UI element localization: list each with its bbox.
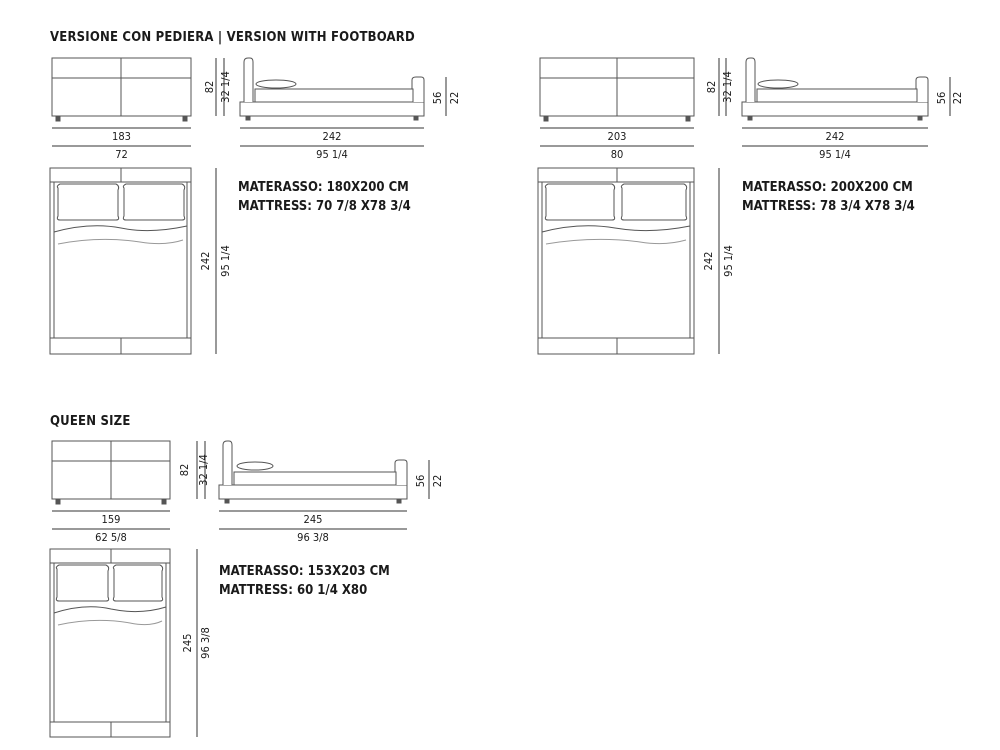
bed-1-front-dims (52, 58, 217, 147)
bed-1-foot-height-cm: 56 (431, 91, 444, 105)
bed-1-front-view (51, 57, 192, 122)
bed-2-width-cm: 203 (607, 130, 627, 143)
bed-1-materasso-spec: MATERASSO: 180X200 CM (238, 180, 409, 195)
bed-2-mattress-spec: MATTRESS: 78 3/4 X78 3/4 (742, 199, 915, 214)
bed-2-foot-height-cm: 56 (935, 91, 948, 105)
section-heading-queen: QUEEN SIZE (50, 414, 131, 429)
bed-3-front-dims (52, 441, 198, 530)
section-heading-footboard: VERSIONE CON PEDIERA | VERSION WITH FOOT… (50, 30, 415, 45)
bed-2-plan-length-cm: 242 (702, 251, 715, 271)
bed-2-side-dims (725, 58, 951, 147)
bed-3-width-in: 62 5/8 (95, 531, 127, 544)
bed-1-side-length-in: 95 1/4 (316, 148, 348, 161)
bed-1-width-cm: 183 (112, 130, 131, 143)
bed-1-side-view (239, 57, 425, 121)
bed-1-head-height-cm: 82 (203, 80, 216, 94)
bed-1-plan-length-in: 95 1/4 (219, 245, 232, 277)
bed-3-side-length-cm: 245 (303, 513, 323, 526)
bed-2-head-height-in: 32 1/4 (721, 71, 734, 103)
bed-2-front-dims (540, 58, 720, 147)
bed-2-side-length-in: 95 1/4 (819, 148, 851, 161)
bed-3-width-cm: 159 (101, 513, 121, 526)
bed-3-side-dims (204, 441, 430, 530)
bed-3-side-length-in: 96 3/8 (297, 531, 329, 544)
bed-3-plan-length-cm: 245 (181, 633, 194, 653)
bed-2-foot-height-in: 22 (951, 91, 964, 105)
bed-3-foot-height-in: 22 (431, 474, 444, 488)
bed-2-plan-view (537, 167, 695, 355)
bed-3-head-height-cm: 82 (178, 463, 191, 477)
bed-3-front-view (51, 440, 171, 505)
bed-3-head-height-in: 32 1/4 (197, 454, 210, 486)
bed-3-foot-height-cm: 56 (414, 474, 427, 488)
bed-1-head-height-in: 32 1/4 (219, 71, 232, 103)
bed-2-front-view (539, 57, 695, 122)
bed-2-head-height-cm: 82 (705, 80, 718, 94)
bed-3-materasso-spec: MATERASSO: 153X203 CM (219, 564, 390, 579)
bed-1-plan-length-cm: 242 (199, 251, 212, 271)
bed-1-side-length-cm: 242 (322, 130, 342, 143)
bed-2-side-length-cm: 242 (825, 130, 845, 143)
bed-2-plan-length-in: 95 1/4 (722, 245, 735, 277)
bed-3-plan-view (49, 548, 171, 738)
bed-2-materasso-spec: MATERASSO: 200X200 CM (742, 180, 913, 195)
bed-1-plan-view (49, 167, 192, 355)
bed-2-side-view (741, 57, 929, 121)
bed-3-side-view (218, 440, 408, 504)
bed-3-mattress-spec: MATTRESS: 60 1/4 X80 (219, 583, 368, 598)
bed-3-plan-length-in: 96 3/8 (199, 627, 212, 659)
bed-1-side-dims (223, 58, 447, 147)
bed-1-foot-height-in: 22 (448, 91, 461, 105)
bed-2-width-in: 80 (610, 148, 624, 161)
bed-1-mattress-spec: MATTRESS: 70 7/8 X78 3/4 (238, 199, 411, 214)
bed-1-width-in: 72 (115, 148, 128, 161)
